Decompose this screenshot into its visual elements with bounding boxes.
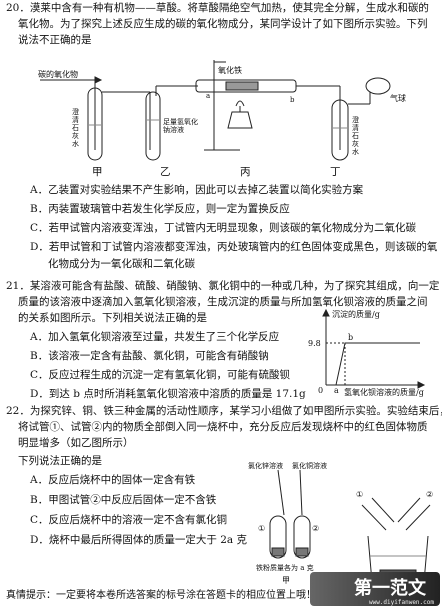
footer-tip: 真情提示：一定要将本卷所选答案的标号涂在答题卡的相应位置上哦！ — [6, 590, 316, 601]
watermark-text: 第一范文 — [354, 578, 426, 599]
q20-stem-line1: 20．漠莱中含有一种有机物——草酸。将草酸隔绝空气加热，使其完全分解，生成水和碳… — [6, 2, 429, 14]
q20-stem-line2: 氧化物。为了探究上述反应生成的碳的氧化物成分，某同学设计了如下图所示实验。下列 — [18, 18, 428, 30]
q20-option-a: A．乙装置对实验结果不产生影响，因此可以去掉乙装置以简化实验方案 — [30, 184, 364, 196]
q22-label-tube1b: ① — [356, 490, 364, 499]
q21-stem-line1: 21．某溶液可能含有盐酸、硫酸、硝酸钠、氯化铜中的一种或几种，为了探究其组成，向… — [6, 280, 440, 292]
q20-label-b: b — [290, 96, 295, 104]
watermark-url: www.diyifanwen.com — [368, 599, 434, 606]
q20-stem-line3: 说法不正确的是 — [18, 34, 92, 46]
q20-apparatus-ding: 丁 — [330, 166, 341, 178]
q20-label-iron-oxide: 氧化铁 — [218, 66, 242, 75]
q20-label-gas-ball: 气球 — [390, 94, 406, 103]
q21-chart-line — [326, 342, 420, 386]
q22-option-b: B．甲图试管②中反应后固体一定不含铁 — [30, 494, 217, 506]
q20-apparatus-jia: 甲 — [92, 166, 103, 178]
q22-stem-line4: 下列说法正确的是 — [18, 455, 102, 467]
q21-chart-point-a: a — [334, 386, 339, 395]
q20-label-oxide: 碳的氧化物 — [38, 70, 78, 79]
q22-label-tube1: ① — [258, 524, 266, 533]
q20-apparatus-bing: 丙 — [240, 166, 251, 178]
q22-option-a: A．反应后烧杯中的固体一定含有铁 — [30, 474, 196, 486]
q22-stem-line3: 明显增多（如乙图所示） — [18, 437, 134, 449]
q22-option-d: D．烧杯中最后所得固体的质量一定大于 2a 克 — [30, 534, 248, 546]
q21-chart-point-b: b — [348, 333, 354, 342]
q20-option-c: C．若甲试管内溶液变浑浊，丁试管内无明显现象，则该碳的氧化物成分为二氧化碳 — [30, 222, 417, 234]
q20-label-a: a — [206, 92, 211, 100]
q20-option-b: B．丙装置玻璃管中若发生化学反应，则一定为置换反应 — [30, 203, 290, 215]
q22-label-jia: 甲 — [282, 576, 290, 585]
q22-option-c: C．反应后烧杯中的溶液一定不含有氯化铜 — [30, 514, 228, 526]
q21-chart-ylabel: 沉淀的质量/g — [332, 310, 380, 319]
q21-option-b: B．该溶液一定含有盐酸、氯化铜，可能含有硝酸钠 — [30, 350, 269, 362]
q22-label-zncl2: 氯化锌溶液 — [248, 462, 283, 470]
q20-apparatus-yi: 乙 — [160, 166, 171, 178]
q22-stem-line2: 将试管①、试管②内的物质全部倒入同一烧杯中，充分反应后发现烧杯中的红色固体物质 — [18, 421, 428, 433]
q22-label-iron: 铁粉质量各为 a 克 — [256, 564, 314, 572]
watermark-logo: 第一范文 www.diyifanwen.com — [310, 572, 440, 606]
q20-label-limewater1: 澄清石灰水 — [72, 108, 79, 148]
q21-option-d: D．到达 b 点时所消耗氢氧化钡溶液中溶质的质量是 17.1g — [30, 388, 306, 400]
q21-option-a: A．加入氢氧化钡溶液至过量，共发生了三个化学反应 — [30, 331, 280, 343]
q22-label-cucl2: 氯化铜溶液 — [292, 462, 327, 470]
q21-chart-origin: 0 — [318, 386, 324, 395]
q20-option-d: D．若甲试管和丁试管内溶液都变浑浊，丙处玻璃管内的红色固体变成黑色，则该碳的氧 — [30, 241, 438, 253]
q22-label-tube2: ② — [312, 524, 320, 533]
q21-option-c: C．反应过程生成的沉淀一定有氢氧化铜，可能有硫酸钡 — [30, 369, 291, 381]
q20-label-naoh: 足量氢氧化钠溶液 — [163, 118, 198, 134]
q21-chart-xlabel: 氢氧化钡溶液的质量/g — [344, 388, 424, 397]
q21-stem-line2: 质量的该溶液中逐滴加入氢氧化钡溶液，生成沉淀的质量与所加氢氧化钡溶液的质量之间 — [18, 296, 428, 308]
q20-label-limewater2: 澄清石灰水 — [352, 116, 359, 156]
q20-option-d-cont: 化物成分为一氧化碳和二氧化碳 — [48, 258, 195, 270]
q22-label-tube2b: ② — [426, 490, 434, 499]
q21-chart-y-tick: 9.8 — [308, 339, 321, 348]
q22-stem-line1: 22．为探究锌、铜、铁三种金属的活动性顺序，某学习小组做了如甲图所示实验。实验结… — [6, 405, 442, 417]
q21-stem-line3: 的关系如图所示。下列相关说法正确的是 — [18, 312, 207, 324]
